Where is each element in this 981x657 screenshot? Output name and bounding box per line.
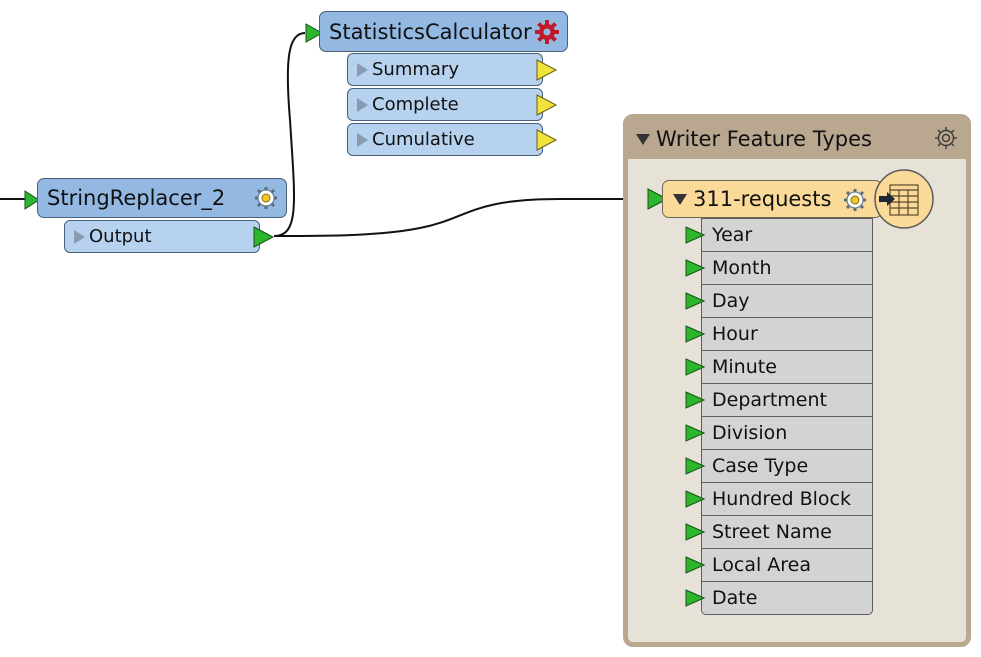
attribute-input-arrow[interactable] <box>685 424 706 446</box>
expand-arrow-icon[interactable] <box>74 229 85 244</box>
feature-type-header[interactable]: 311-requests <box>662 180 882 218</box>
writer-feature-types-title: Writer Feature Types <box>656 127 872 151</box>
attribute-row[interactable]: Year <box>701 218 873 252</box>
expand-arrow-icon[interactable] <box>357 97 368 112</box>
attribute-row[interactable]: Minute <box>701 350 873 384</box>
error-gear-icon[interactable] <box>533 18 561 46</box>
cumulative-port-label: Cumulative <box>372 129 475 150</box>
attribute-input-arrow[interactable] <box>685 292 706 314</box>
statistics-calculator-transformer[interactable]: StatisticsCalculator Summary <box>303 11 568 161</box>
summary-port[interactable]: Summary <box>347 53 543 86</box>
string-replacer-header[interactable]: StringReplacer_2 <box>37 178 287 218</box>
attribute-input-arrow[interactable] <box>685 325 706 347</box>
summary-port-label: Summary <box>372 59 459 80</box>
attribute-row[interactable]: Case Type <box>701 449 873 483</box>
gear-icon[interactable] <box>841 186 869 214</box>
statistics-calculator-title: StatisticsCalculator <box>329 19 532 44</box>
output-port[interactable]: Output <box>64 220 260 253</box>
complete-port[interactable]: Complete <box>347 88 543 121</box>
collapse-arrow-icon[interactable] <box>673 193 687 205</box>
attribute-input-arrow[interactable] <box>685 259 706 281</box>
attribute-row[interactable]: Hour <box>701 317 873 351</box>
gear-icon[interactable] <box>252 184 280 212</box>
attribute-row[interactable]: Division <box>701 416 873 450</box>
feature-type-311-requests[interactable]: 311-requests <box>645 168 940 618</box>
attribute-row[interactable]: Local Area <box>701 548 873 582</box>
attribute-row[interactable]: Date <box>701 581 873 615</box>
input-port-arrow[interactable] <box>24 190 40 214</box>
attribute-input-arrow[interactable] <box>685 589 706 611</box>
complete-output-arrow[interactable] <box>536 94 558 120</box>
attribute-input-arrow[interactable] <box>685 358 706 380</box>
attribute-row[interactable]: Street Name <box>701 515 873 549</box>
expand-arrow-icon[interactable] <box>357 62 368 77</box>
cumulative-output-arrow[interactable] <box>536 129 558 155</box>
writer-table-icon[interactable] <box>873 168 935 230</box>
attribute-input-arrow[interactable] <box>685 457 706 479</box>
string-replacer-title: StringReplacer_2 <box>47 186 226 210</box>
complete-port-label: Complete <box>372 94 459 115</box>
statistics-calculator-header[interactable]: StatisticsCalculator <box>319 11 568 52</box>
attribute-row[interactable]: Month <box>701 251 873 285</box>
summary-output-arrow[interactable] <box>536 59 558 85</box>
writer-feature-types-header[interactable]: Writer Feature Types <box>628 119 966 159</box>
feature-type-name: 311-requests <box>693 187 832 211</box>
attribute-input-arrow[interactable] <box>685 391 706 413</box>
gear-icon[interactable] <box>932 124 960 152</box>
output-port-arrow[interactable] <box>253 226 275 252</box>
attribute-input-arrow[interactable] <box>685 523 706 545</box>
input-port-arrow[interactable] <box>305 23 324 47</box>
attribute-row[interactable]: Hundred Block <box>701 482 873 516</box>
connection-output-to-statistics[interactable] <box>273 32 306 237</box>
string-replacer-transformer[interactable]: StringReplacer_2 Output <box>24 178 289 256</box>
attribute-input-arrow[interactable] <box>685 490 706 512</box>
expand-arrow-icon[interactable] <box>357 132 368 147</box>
attribute-row[interactable]: Day <box>701 284 873 318</box>
attribute-input-arrow[interactable] <box>685 556 706 578</box>
collapse-arrow-icon[interactable] <box>636 133 650 145</box>
attribute-input-arrow[interactable] <box>685 226 706 248</box>
attribute-row[interactable]: Department <box>701 383 873 417</box>
output-port-label: Output <box>89 226 152 247</box>
connection-output-to-311-requests[interactable] <box>273 198 648 237</box>
cumulative-port[interactable]: Cumulative <box>347 123 543 156</box>
input-port-arrow[interactable] <box>647 188 669 214</box>
